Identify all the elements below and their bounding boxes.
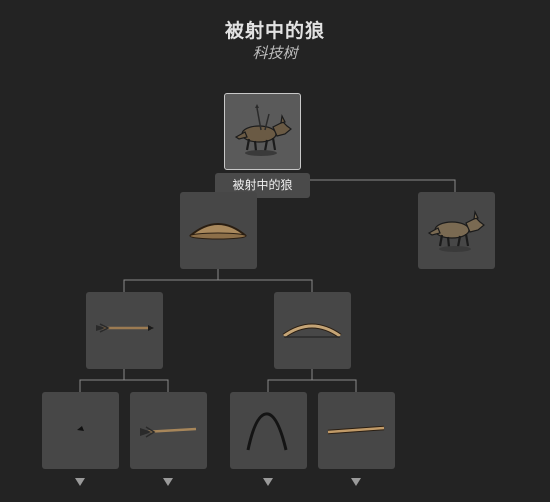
tech-node-shot-wolf[interactable] [224, 93, 301, 170]
strung-bow-icon [189, 223, 247, 240]
tech-node-fletched-shaft[interactable] [130, 392, 207, 469]
fletched-shaft-icon [140, 426, 197, 438]
expand-fletched-shaft-icon[interactable] [163, 478, 173, 486]
tech-node-arrowhead[interactable] [42, 392, 119, 469]
arrowhead-icon [77, 426, 84, 431]
arrow-icon [96, 323, 154, 333]
expand-sinew-icon[interactable] [263, 478, 273, 486]
tech-node-strung-bow[interactable] [180, 192, 257, 269]
tech-node-sinew[interactable] [230, 392, 307, 469]
tech-node-bow-limb[interactable] [274, 292, 351, 369]
sinew-icon [246, 412, 288, 451]
expand-wooden-stick-icon[interactable] [351, 478, 361, 486]
tech-node-wolf[interactable] [418, 192, 495, 269]
wolf-with-arrows-icon [234, 104, 292, 156]
expand-arrowhead-icon[interactable] [75, 478, 85, 486]
bow-limb-icon [282, 323, 342, 339]
tech-node-arrow[interactable] [86, 292, 163, 369]
node-tooltip: 被射中的狼 [215, 173, 310, 198]
page-title: 被射中的狼 [224, 20, 325, 42]
wolf-icon [427, 210, 485, 252]
tech-node-wooden-stick[interactable] [318, 392, 395, 469]
page-subtitle: 科技树 [252, 44, 298, 62]
wooden-stick-icon [327, 425, 385, 435]
